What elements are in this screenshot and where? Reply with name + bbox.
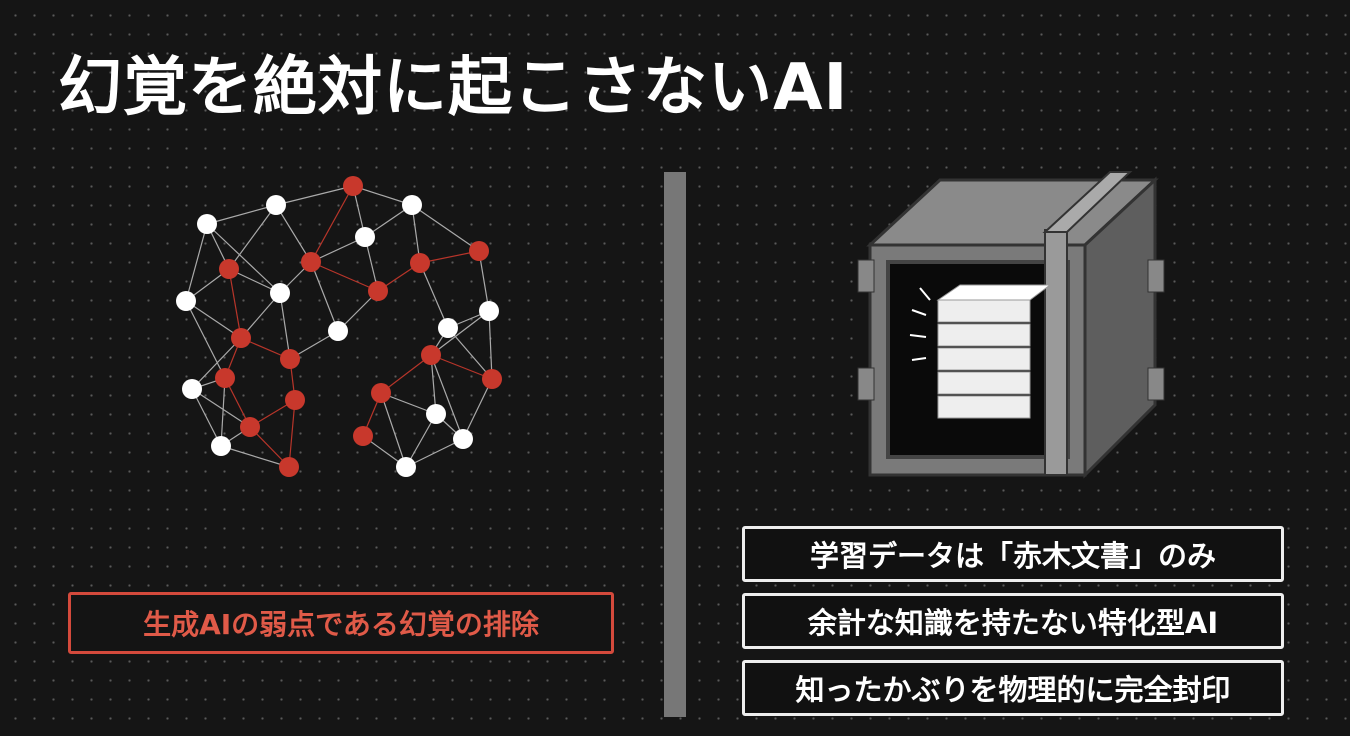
neural-network-icon [176,176,502,477]
network-edge [380,354,432,394]
network-edge [228,204,277,270]
network-edge [419,262,449,329]
network-node [219,259,239,279]
network-edge [380,392,407,468]
network-node [402,195,422,215]
network-node [197,214,217,234]
network-node [479,301,499,321]
network-node [176,291,196,311]
network-edge [310,185,354,263]
network-edge [228,268,242,339]
network-edge [185,300,226,379]
network-node [301,252,321,272]
network-node [270,283,290,303]
network-node [280,349,300,369]
feature-box-specialized-ai: 余計な知識を持たない特化型AI [742,593,1284,649]
network-edge [191,388,251,428]
network-node [231,328,251,348]
network-node [343,176,363,196]
network-edge [185,223,208,302]
network-node [279,457,299,477]
network-node [421,345,441,365]
network-edge [478,250,490,312]
network-node [211,436,231,456]
network-node [426,404,446,424]
network-edge [191,388,222,447]
network-node [482,369,502,389]
network-node [368,281,388,301]
network-node [182,379,202,399]
network-edge [275,185,354,206]
network-edge [275,204,312,263]
network-edge [430,354,493,380]
network-edge [310,261,379,292]
slide-title: 幻覚を絶対に起こさないAI [58,51,849,125]
network-node [453,429,473,449]
network-node [438,318,458,338]
network-edge [430,310,490,356]
network-node [328,321,348,341]
sealed-vault-icon [857,171,1165,479]
hallucination-removal-caption: 生成AIの弱点である幻覚の排除 [68,592,614,654]
network-node [355,227,375,247]
network-edge [220,445,290,468]
network-edge [419,250,480,264]
network-edge [352,185,413,206]
network-edge [405,438,464,468]
network-node [240,417,260,437]
network-edge [220,377,226,447]
network-edge [462,378,493,440]
network-node [285,390,305,410]
network-node [469,241,489,261]
network-edge [288,399,296,468]
network-edge [411,204,480,252]
network-node [266,195,286,215]
network-node [410,253,430,273]
network-node [353,426,373,446]
network-node [215,368,235,388]
network-edge [405,413,437,468]
network-edge [310,261,339,332]
divider [664,172,686,717]
feature-box-sealed: 知ったかぶりを物理的に完全封印 [742,660,1284,716]
network-node [371,383,391,403]
network-edge [206,223,281,294]
network-edge [488,310,493,380]
network-edge [447,327,493,380]
network-edge [430,354,464,440]
network-edge [191,337,242,390]
network-node [396,457,416,477]
feature-box-training-data: 学習データは「赤木文書」のみ [742,526,1284,582]
network-edge [185,300,242,339]
network-edge [206,204,277,225]
network-edge [279,292,291,360]
